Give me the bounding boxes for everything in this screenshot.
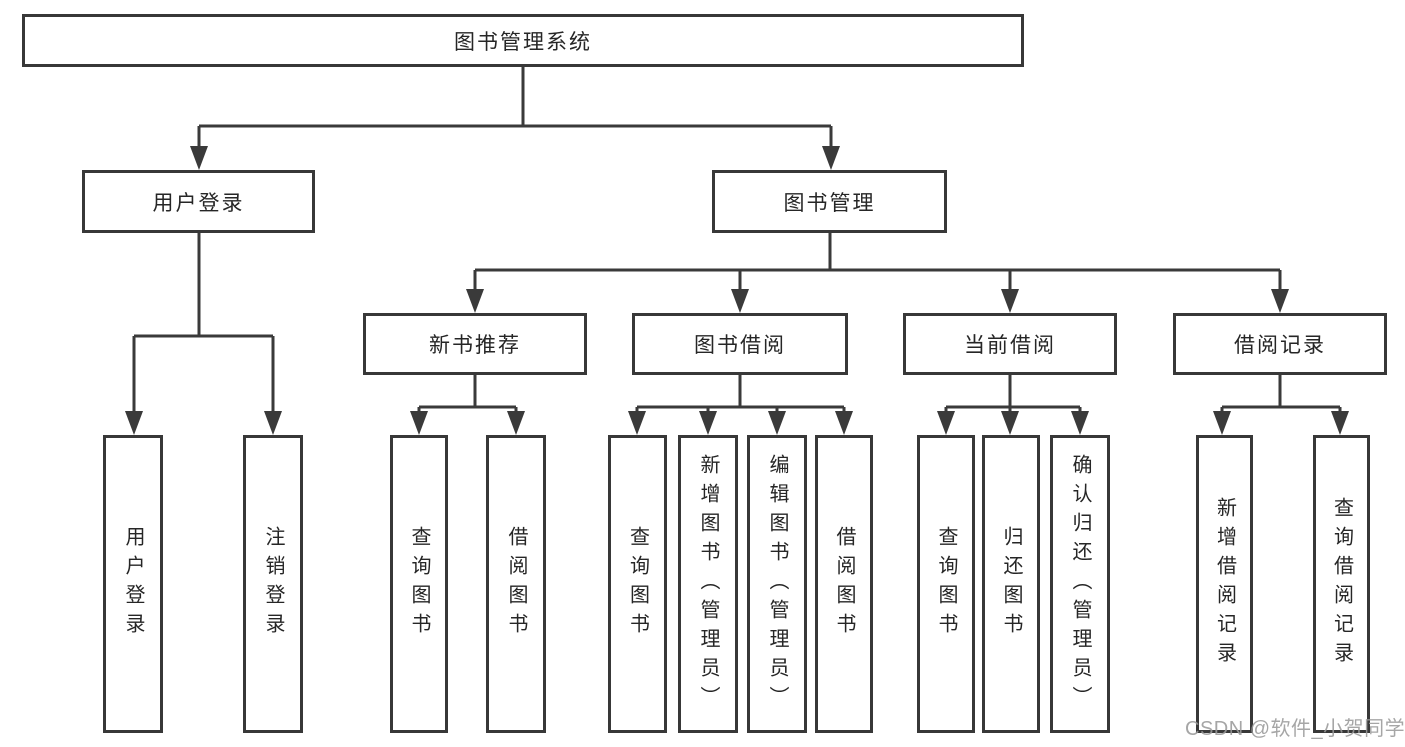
node-current-borrow-label: 当前借阅: [964, 334, 1056, 357]
node-user-login-label: 用户登录: [152, 191, 245, 215]
leaf-current-return-books: 归还图书: [982, 435, 1040, 733]
leaf-borrow-query-books: 查询图书: [608, 435, 667, 733]
leaf-borrow-add-books-admin: 新增图书（管理员）: [678, 435, 738, 733]
node-book-borrow-label: 图书借阅: [694, 334, 786, 357]
node-borrow-records-label: 借阅记录: [1234, 334, 1326, 357]
node-book-management: 图书管理: [712, 170, 947, 233]
leaf-borrow-query-books-label: 查询图书: [626, 526, 649, 642]
leaf-logout-label: 注销登录: [262, 526, 284, 642]
leaf-user-login: 用户登录: [103, 435, 163, 733]
node-borrow-records: 借阅记录: [1173, 313, 1387, 375]
leaf-current-confirm-return-admin-label: 确认归还（管理员）: [1069, 453, 1091, 715]
node-library-system-label: 图书管理系统: [454, 30, 592, 54]
leaf-recommend-borrow-books-label: 借阅图书: [505, 526, 527, 642]
csdn-watermark: CSDN @软件_小贺同学: [1185, 718, 1405, 740]
leaf-borrow-borrow-books-label: 借阅图书: [833, 526, 855, 642]
leaf-records-add-record-label: 新增借阅记录: [1213, 497, 1236, 671]
leaf-borrow-add-books-admin-label: 新增图书（管理员）: [697, 453, 719, 715]
leaf-current-confirm-return-admin: 确认归还（管理员）: [1050, 435, 1110, 733]
leaf-current-query-books-label: 查询图书: [935, 526, 957, 642]
leaf-borrow-edit-books-admin: 编辑图书（管理员）: [747, 435, 807, 733]
leaf-logout: 注销登录: [243, 435, 303, 733]
leaf-user-login-label: 用户登录: [122, 526, 144, 642]
node-current-borrow: 当前借阅: [903, 313, 1117, 375]
node-library-system: 图书管理系统: [22, 14, 1024, 67]
leaf-borrow-borrow-books: 借阅图书: [815, 435, 873, 733]
node-book-management-label: 图书管理: [783, 191, 876, 215]
leaf-records-query-record-label: 查询借阅记录: [1330, 497, 1353, 671]
node-new-book-recommend-label: 新书推荐: [429, 334, 521, 357]
leaf-records-query-record: 查询借阅记录: [1313, 435, 1370, 733]
leaf-recommend-borrow-books: 借阅图书: [486, 435, 546, 733]
leaf-recommend-query-books-label: 查询图书: [408, 526, 430, 642]
leaf-current-return-books-label: 归还图书: [1000, 526, 1022, 642]
leaf-records-add-record: 新增借阅记录: [1196, 435, 1253, 733]
leaf-current-query-books: 查询图书: [917, 435, 975, 733]
node-user-login: 用户登录: [82, 170, 315, 233]
leaf-recommend-query-books: 查询图书: [390, 435, 448, 733]
leaf-borrow-edit-books-admin-label: 编辑图书（管理员）: [766, 453, 788, 715]
node-new-book-recommend: 新书推荐: [363, 313, 587, 375]
node-book-borrow: 图书借阅: [632, 313, 848, 375]
